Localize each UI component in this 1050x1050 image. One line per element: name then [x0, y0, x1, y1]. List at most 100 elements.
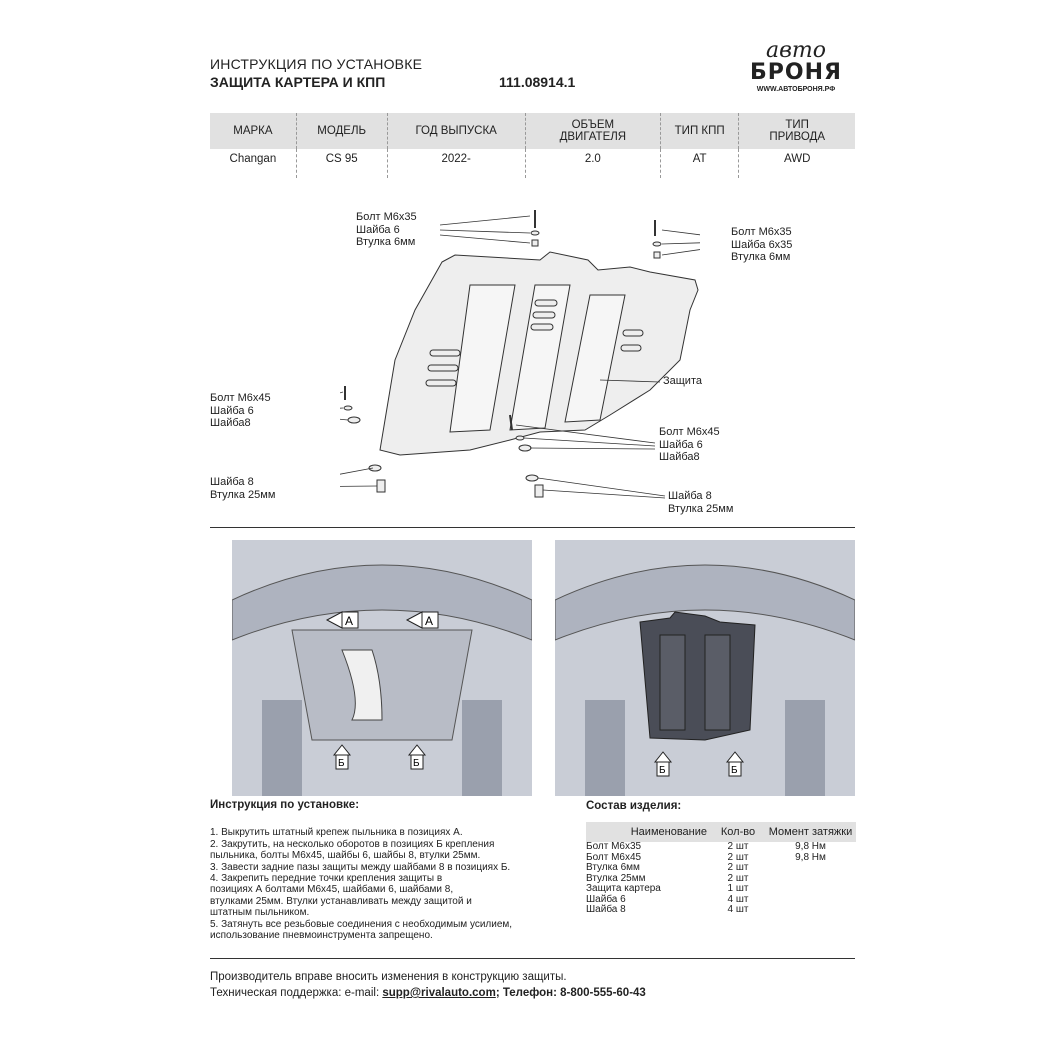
disclaimer: Производитель вправе вносить изменения в… — [210, 971, 567, 983]
bolt-icon — [509, 414, 513, 431]
slot — [530, 323, 554, 331]
shield-rib-left — [449, 284, 516, 433]
callout-shield: Защита — [663, 375, 702, 387]
header-engine: ОБЪЕМ ДВИГАТЕЛЯ — [525, 113, 661, 149]
instruction-line: позициях А болтами M6x45, шайбами 6, шай… — [210, 884, 454, 896]
section-divider — [210, 527, 855, 528]
support-email-link[interactable]: supp@rivalauto.com — [382, 987, 496, 999]
callout-label: Болт M6x35 — [356, 211, 417, 223]
callout-label: Шайба8 — [659, 451, 700, 463]
callout-label: Шайба 6 — [356, 223, 400, 236]
phone-label: ; Телефон: — [495, 987, 561, 999]
footer: Производитель вправе вносить изменения в… — [210, 969, 646, 1001]
header-drive: ТИП ПРИВОДА — [738, 113, 855, 149]
callout-mid-right: Болт M6x45 Шайба 6 Шайба8 — [659, 426, 720, 464]
marker-a: A — [345, 614, 353, 628]
kit-item-torque — [765, 895, 856, 906]
callout-bottom-right: Шайба 8 Втулка 25мм — [668, 490, 733, 515]
slot — [427, 364, 459, 372]
kit-row: Болт M6x35 2 шт 9,8 Нм — [586, 841, 856, 853]
kit-item-torque — [765, 863, 856, 874]
callout-label: Втулка 25мм — [668, 502, 734, 515]
kit-item-torque — [765, 884, 856, 895]
callout-label: Втулка 25мм — [210, 488, 276, 501]
logo-site: WWW.АВТОБРОНЯ.РФ — [756, 86, 836, 93]
callout-label: Шайба 8 — [668, 490, 712, 502]
marker-a: A — [425, 614, 433, 628]
kit-header-qty: Кол-во — [711, 822, 765, 842]
instruction-line: 3. Завести задние пазы защиты между шайб… — [210, 861, 511, 873]
callout-mid-left: Болт M6x45 Шайба 6 Шайба8 — [210, 392, 271, 430]
bushing-icon — [376, 479, 386, 493]
kit-item-qty: 2 шт — [727, 841, 749, 852]
kit-item-name: Болт M6x35 — [586, 841, 642, 852]
callout-label: Шайба8 — [210, 417, 251, 429]
callout-label: Шайба 6x35 — [731, 238, 793, 251]
vehicle-spec-table: МАРКА МОДЕЛЬ ГОД ВЫПУСКА ОБЪЕМ ДВИГАТЕЛЯ… — [210, 113, 855, 178]
callout-label: Болт M6x45 — [659, 426, 720, 438]
instruction-line: 4. Закрепить передние точки крепления за… — [210, 873, 443, 885]
kit-item-name: Шайба 6 — [586, 893, 626, 905]
slot — [532, 311, 556, 319]
callout-label: Шайба 6 — [210, 404, 254, 417]
bushing-icon — [534, 484, 544, 498]
logo-brand: БРОНЯ — [750, 60, 842, 85]
support-label: Техническая поддержка: e-mail: — [210, 987, 383, 999]
instruction-line: пыльника, болты M6x45, шайбы 6, шайбы 8,… — [210, 850, 481, 862]
slot — [425, 379, 457, 387]
callout-top-left: Болт M6x35 Шайба 6 Втулка 6мм — [356, 211, 417, 249]
header-year: ГОД ВЫПУСКА — [387, 113, 526, 149]
header-transmission: ТИП КПП — [660, 113, 740, 149]
header-model: МОДЕЛЬ — [296, 113, 388, 149]
kit-item-torque: 9,8 Нм — [795, 851, 826, 863]
doc-title: ИНСТРУКЦИЯ ПО УСТАНОВКЕ — [210, 56, 423, 72]
slot — [622, 329, 644, 337]
instruction-line: штатным пыльником. — [210, 907, 310, 919]
instruction-line: использование пневмоинструмента запрещен… — [210, 930, 433, 942]
washer-icon — [515, 435, 525, 441]
kit-item-torque — [765, 874, 856, 885]
kit-item-name: Шайба 8 — [586, 904, 626, 915]
washer-icon — [525, 474, 539, 482]
callout-label: Втулка 6мм — [731, 251, 791, 263]
marker-b: Б — [731, 765, 738, 776]
instruction-line: 2. Закрутить, на несколько оборотов в по… — [210, 838, 495, 850]
kit-header-torque: Момент затяжки — [765, 822, 856, 842]
washer-icon — [530, 230, 540, 236]
instruction-line: 5. Затянуть все резьбовые соединения с н… — [210, 918, 513, 930]
instruction-line: 1. Выкрутить штатный крепеж пыльника в п… — [210, 827, 463, 839]
callout-label: Болт M6x35 — [731, 226, 792, 238]
assembly-diagram — [340, 210, 700, 499]
bushing-icon — [653, 251, 661, 259]
washer-icon — [343, 405, 353, 411]
washer-icon — [347, 416, 361, 424]
shield-rib-right — [564, 294, 626, 423]
marker-b: Б — [338, 758, 345, 769]
kit-item-qty: 4 шт — [727, 904, 749, 915]
kit-item-torque: 9,8 Нм — [795, 841, 826, 852]
cell-transmission: AT — [660, 149, 740, 178]
marker-b: Б — [413, 758, 420, 769]
callout-bottom-left: Шайба 8 Втулка 25мм — [210, 476, 275, 501]
callout-label: Болт M6x45 — [210, 392, 271, 404]
washer-icon — [518, 444, 532, 452]
slot — [534, 299, 558, 307]
shield-rib-middle — [509, 284, 571, 431]
callout-label: Шайба 8 — [210, 476, 254, 488]
kit-item-torque — [765, 905, 856, 916]
underbody-photo-before: A A Б Б — [232, 540, 532, 796]
kit-row: Шайба 8 4 шт — [586, 904, 856, 916]
kit-item-name: Болт M6x45 — [586, 851, 642, 863]
bushing-icon — [531, 239, 539, 247]
cell-make: Changan — [210, 149, 297, 178]
installed-shield — [639, 611, 756, 741]
logo-script: авто — [765, 38, 827, 63]
callout-label: Втулка 6мм — [356, 236, 416, 248]
kit-item-name: Втулка 6мм — [586, 862, 640, 873]
kit-item-name: Втулка 25мм — [586, 872, 646, 884]
product-title: ЗАЩИТА КАРТЕРА И КПП — [210, 74, 386, 90]
